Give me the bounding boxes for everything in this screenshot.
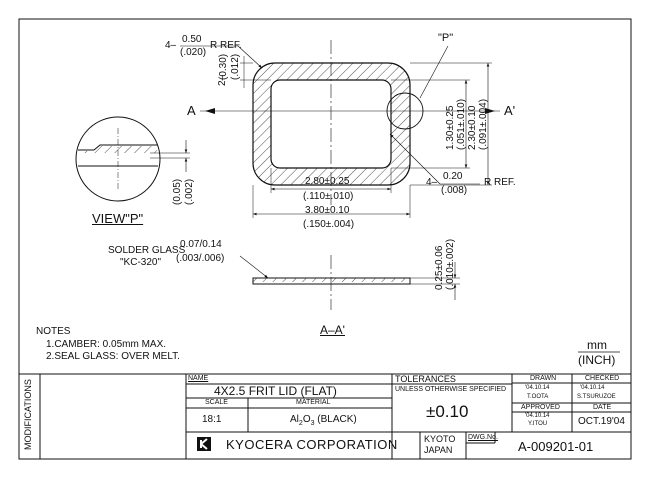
thick-in: (.010±.002) xyxy=(445,238,456,290)
date-value: OCT.19'04 xyxy=(578,416,625,427)
modifications-label: MODIFICATIONS xyxy=(23,379,33,450)
r-ref-top-count: 4– xyxy=(165,40,177,51)
approved-date: '04.10.14 xyxy=(525,413,550,419)
tolerance-value: ±0.10 xyxy=(426,402,469,421)
name-label: NAME xyxy=(188,375,209,382)
company-city: KYOTO xyxy=(424,434,456,444)
h-outer-mm: 2.30±0.10 xyxy=(467,105,478,150)
drawn-name: T.OOTA xyxy=(527,394,549,400)
view-p-label: VIEW"P" xyxy=(92,211,144,226)
h-inner-in: (.051±.010) xyxy=(456,98,467,150)
r-ref-bot-count: 4– xyxy=(426,177,438,188)
drawn-date: '04.10.14 xyxy=(525,385,550,391)
detail-circle-p xyxy=(386,92,424,130)
material-label: MATERIAL xyxy=(296,399,331,406)
view-p-circle xyxy=(75,116,161,202)
detail-thick-in: (.002) xyxy=(184,178,195,205)
section-arrow-left xyxy=(205,108,215,114)
section-glass xyxy=(253,278,410,282)
w-inner-mm: 2.80±0.25 xyxy=(305,176,350,187)
w-outer-mm: 3.80±0.10 xyxy=(305,205,350,216)
checked-name: S.TSURUZOE xyxy=(577,394,616,400)
section-label-right: A' xyxy=(504,103,516,118)
company-name: KYOCERA CORPORATION xyxy=(226,437,398,452)
note-2: 2.SEAL GLASS: OVER MELT. xyxy=(46,351,180,362)
h-inner-mm: 1.30±0.25 xyxy=(445,105,456,150)
approved-label: APPROVED xyxy=(521,404,560,411)
section-label-left: A xyxy=(187,103,196,118)
solder-in: (.003/.006) xyxy=(176,253,225,264)
notes-title: NOTES xyxy=(36,326,71,337)
material-value: Al2O3 (BLACK) xyxy=(290,414,357,428)
wall-in: (.012) xyxy=(230,53,241,80)
detail-mark: "P" xyxy=(438,32,454,44)
solder-label-1: SOLDER GLASS xyxy=(108,245,186,256)
r-ref-bot-mm: 0.20 xyxy=(443,171,463,182)
detail-thick-mm: (0.05) xyxy=(172,178,183,205)
title-block-grid xyxy=(19,373,631,459)
h-outer-in: (.091±.004) xyxy=(478,98,489,150)
checked-label: CHECKED xyxy=(585,375,620,382)
r-ref-top-mm: 0.50 xyxy=(182,34,202,45)
tolerances-label: TOLERANCES xyxy=(395,374,456,384)
units-primary: mm xyxy=(587,338,607,352)
dwg-label: DWG.No. xyxy=(468,434,498,441)
company-country: JAPAN xyxy=(424,445,453,455)
r-ref-bot-label: R REF. xyxy=(484,177,516,188)
kyocera-logo-icon xyxy=(197,437,211,451)
r-ref-bot-in: (.008) xyxy=(441,185,468,196)
solder-leader xyxy=(239,255,269,279)
w-inner-in: (.110±.010) xyxy=(303,191,354,202)
section-title: A–A' xyxy=(320,323,345,337)
drawn-label: DRAWN xyxy=(530,375,557,382)
detail-leader xyxy=(419,45,449,99)
tolerances-note: UNLESS OTHERWISE SPECIFIED xyxy=(395,386,507,393)
wall-mm: (0.30) xyxy=(218,53,229,80)
checked-date: '04.10.14 xyxy=(580,385,605,391)
date-label: DATE xyxy=(593,404,612,411)
r-ref-top-leader xyxy=(237,45,263,69)
part-name: 4X2.5 FRIT LID (FLAT) xyxy=(214,384,337,398)
lid-ring xyxy=(252,62,411,186)
sheet-border xyxy=(18,18,632,460)
view-p-glass xyxy=(80,146,157,153)
r-ref-top-label: R REF. xyxy=(210,40,242,51)
thick-mm: 0.25±0.06 xyxy=(434,245,445,290)
r-ref-bot-leader xyxy=(389,133,441,185)
dwg-number: A-009201-01 xyxy=(518,439,594,454)
scale-value: 18:1 xyxy=(202,414,222,425)
units-secondary: (INCH) xyxy=(578,353,616,367)
w-outer-in: (.150±.004) xyxy=(303,219,355,230)
scale-label: SCALE xyxy=(205,399,228,406)
solder-label-2: "KC-320" xyxy=(120,257,162,268)
approved-name: Y.ITOU xyxy=(528,421,548,427)
note-1: 1.CAMBER: 0.05mm MAX. xyxy=(46,339,167,350)
r-ref-top-in: (.020) xyxy=(180,47,207,58)
solder-mm: 0.07/0.14 xyxy=(180,239,222,250)
